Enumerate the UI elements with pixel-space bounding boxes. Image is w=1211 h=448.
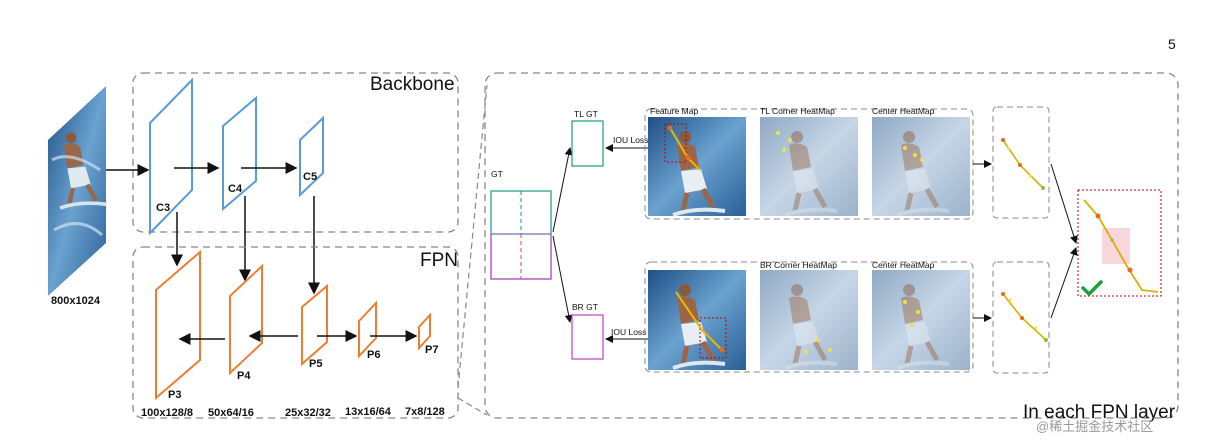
fpn-title: FPN	[420, 250, 458, 271]
p3-block	[155, 249, 201, 401]
top-keypoints-plot	[1001, 138, 1045, 190]
zoom-connector-bottom	[457, 397, 488, 416]
center-heatmap-top-label: Center HeatMap	[872, 106, 935, 116]
br-corner-heatmap	[760, 270, 858, 370]
input-size-label: 800x1024	[51, 295, 101, 307]
bottom-points-box	[992, 261, 1050, 374]
bottom-keypoints-plot	[1001, 292, 1048, 342]
fpn-layer-detail-box	[484, 72, 1179, 419]
tl-iou-loss-label: IOU Loss	[613, 135, 648, 145]
check-icon	[1081, 280, 1103, 297]
backbone-box	[132, 72, 459, 233]
c5-block	[299, 115, 324, 198]
center-heatmap-bottom	[872, 270, 970, 370]
c5-label: C5	[303, 171, 317, 183]
p7-block	[418, 312, 431, 351]
br-iou-loss-label: IOU Loss	[611, 327, 646, 337]
p7-dim: 7x8/128	[405, 406, 445, 418]
p6-label: P6	[367, 349, 380, 361]
gt-label: GT	[491, 169, 503, 179]
br-gt-label: BR GT	[572, 302, 598, 312]
br-gt-box	[571, 314, 604, 360]
input-image	[48, 86, 107, 296]
tl-gt-box	[571, 120, 604, 167]
feature-map-bottom	[648, 270, 746, 370]
backbone-title: Backbone	[370, 74, 455, 95]
zoom-connector-top	[457, 84, 488, 389]
c3-block	[149, 77, 193, 236]
p4-dim: 50x64/16	[208, 407, 254, 419]
p4-block	[229, 263, 263, 376]
result-box	[1077, 189, 1162, 297]
p7-label: P7	[425, 344, 438, 356]
c3-label: C3	[156, 202, 170, 214]
c4-label: C4	[228, 183, 243, 195]
p3-label: P3	[168, 389, 181, 401]
p6-dim: 13x16/64	[345, 406, 392, 418]
p5-dim: 25x32/32	[285, 407, 331, 419]
p6-block	[358, 300, 377, 359]
tl-gt-label: TL GT	[574, 109, 598, 119]
bottom-maps-group	[644, 261, 974, 373]
center-heatmap-top	[872, 117, 970, 216]
br-corner-heatmap-label: BR Corner HeatMap	[760, 260, 837, 270]
top-merge-arrow	[1050, 163, 1078, 244]
watermark: @稀土掘金技术社区	[1036, 419, 1153, 434]
gt-to-br-arrow	[552, 235, 573, 323]
gt-grid	[490, 190, 552, 280]
tl-corner-heatmap-label: TL Corner HeatMap	[760, 106, 835, 116]
top-points-box	[992, 106, 1050, 219]
center-heatmap-bottom-label: Center HeatMap	[872, 260, 935, 270]
p5-block	[301, 283, 328, 367]
gt-to-tl-arrow	[552, 147, 573, 233]
fpn-box	[132, 246, 459, 419]
bottom-merge-arrow	[1050, 247, 1078, 319]
tl-corner-heatmap	[760, 117, 858, 216]
page-number: 5	[1168, 36, 1176, 52]
c4-block	[222, 95, 257, 212]
feature-map-label: Feature Map	[650, 106, 698, 116]
p5-label: P5	[309, 358, 322, 370]
detail-title: In each FPN layer	[1023, 402, 1176, 423]
result-detection	[1083, 199, 1159, 293]
feature-map-top	[648, 117, 746, 216]
p4-label: P4	[237, 370, 251, 382]
p3-dim: 100x128/8	[141, 407, 193, 419]
